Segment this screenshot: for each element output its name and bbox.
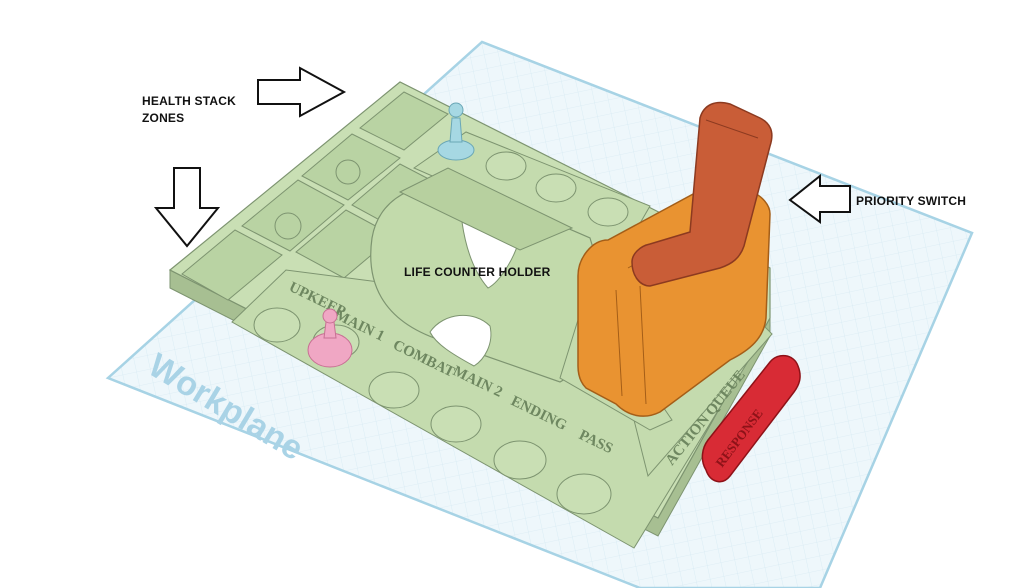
priority-switch-annotation: PRIORITY SWITCH xyxy=(856,194,967,208)
blue-pawn[interactable] xyxy=(437,102,475,161)
life-counter-holder-annotation: LIFE COUNTER HOLDER xyxy=(404,265,551,279)
life-counter-holder xyxy=(370,167,601,383)
pink-pawn[interactable] xyxy=(307,308,353,368)
priority-switch[interactable] xyxy=(559,101,773,431)
health-stack-line2: ZONES xyxy=(142,111,185,125)
arrow-right-icon xyxy=(257,66,347,118)
health-stack-line1: HEALTH STACK xyxy=(142,94,236,108)
arrow-left-icon xyxy=(788,173,851,224)
health-stack-zones-annotation: HEALTH STACK ZONES xyxy=(142,93,236,127)
arrow-down-icon xyxy=(153,167,221,248)
